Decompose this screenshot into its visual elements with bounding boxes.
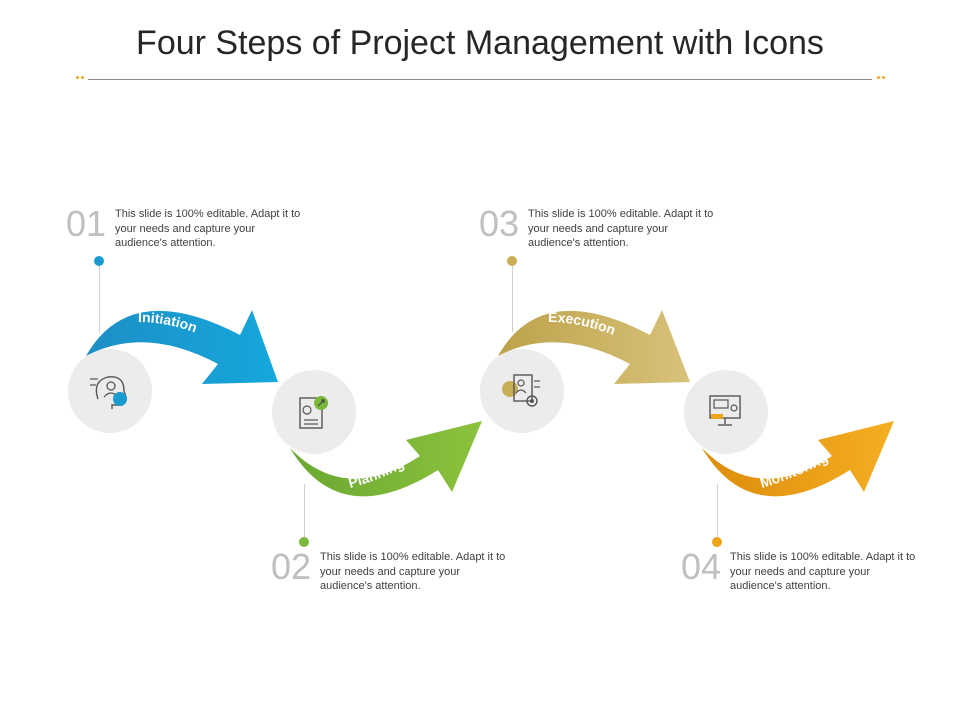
title-divider [88,79,872,80]
document-chart-icon [299,396,328,429]
step4-dot [712,537,722,547]
divider-right-dots [877,76,887,79]
planning-arrow [290,421,482,497]
step4-description: This slide is 100% editable. Adapt it to… [730,551,916,592]
monitoring-arrow [702,421,894,497]
step3-description: This slide is 100% editable. Adapt it to… [528,208,714,249]
initiation-arrow [86,310,278,384]
step3-number: 03 [479,203,520,244]
step3-connector [512,266,513,332]
clipboard-gear-icon [502,374,540,407]
step1-icon-circle [68,349,152,433]
step2-connector [304,484,305,540]
step2-dot [299,537,309,547]
step1-number: 01 [66,203,107,244]
monitor-chart-icon [709,395,741,426]
step4-number: 04 [681,546,722,587]
step4-icon-circle [684,370,768,454]
step1-connector [99,266,100,332]
step3-dot [507,256,517,266]
step2-icon-circle [272,370,356,454]
page-title: Four Steps of Project Management with Ic… [136,24,824,62]
divider-left-dots [76,76,86,79]
step2-number: 02 [271,546,312,587]
step1-description: This slide is 100% editable. Adapt it to… [115,208,301,249]
step1-dot [94,256,104,266]
step2-description: This slide is 100% editable. Adapt it to… [320,551,506,592]
step3-icon-circle [480,349,564,433]
execution-arrow [498,310,690,384]
step4-connector [717,484,718,540]
head-user-icon [90,376,127,409]
